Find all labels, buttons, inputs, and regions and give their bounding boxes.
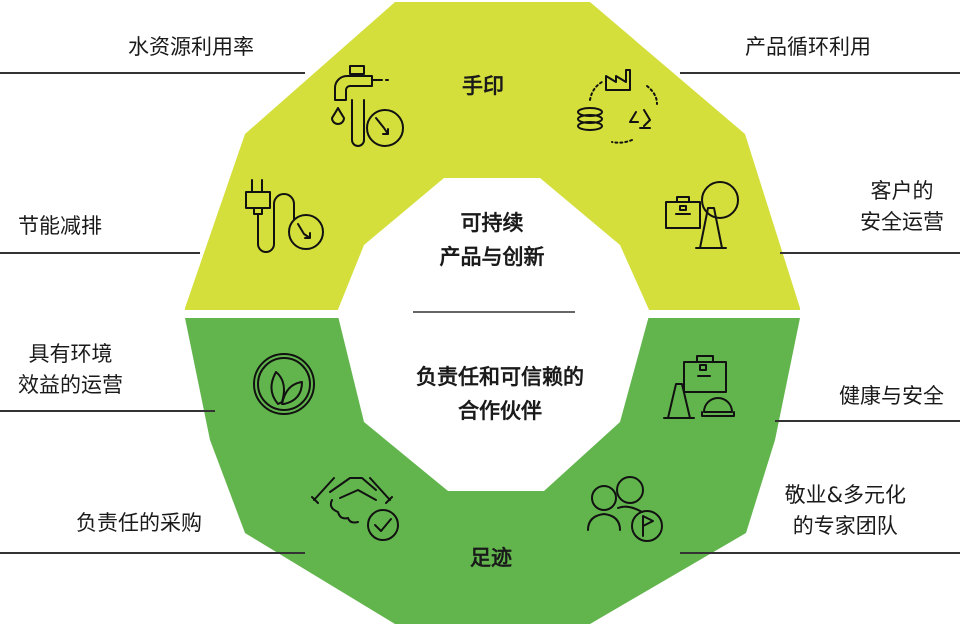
people-flag-icon	[587, 476, 663, 542]
label-energy: 节能减排	[18, 214, 102, 238]
section-handprint: 手印	[462, 74, 504, 98]
label-procurement: 负责任的采购	[76, 511, 202, 535]
leaf-icon	[253, 353, 315, 415]
faucet-icon	[331, 65, 404, 147]
label-water: 水资源利用率	[128, 35, 254, 59]
plug-icon	[245, 179, 324, 253]
label-team: 敬业&多元化的专家团队	[784, 483, 906, 538]
center-hole	[337, 178, 650, 491]
leader-line-health	[775, 420, 960, 422]
label-environment: 具有环境效益的运营	[18, 342, 123, 397]
leader-line-energy	[0, 252, 200, 254]
leader-line-water	[0, 72, 305, 74]
handshake-icon	[311, 477, 399, 541]
leader-line-team	[680, 552, 960, 554]
leader-line-environment	[0, 410, 215, 412]
leader-line-customer	[780, 252, 960, 254]
section-footprint: 足迹	[470, 546, 512, 570]
label-health-safety: 健康与安全	[839, 384, 944, 408]
center-bottom-text: 负责任和可信赖的合作伙伴	[416, 365, 584, 423]
recycle-factory-icon	[577, 69, 658, 144]
safety-kit-globe-icon	[665, 181, 739, 249]
health-safety-icon	[663, 355, 735, 419]
label-customer-safety: 客户的安全运营	[860, 179, 944, 234]
leader-line-procurement	[0, 552, 305, 554]
leader-line-circular	[680, 72, 960, 74]
label-circular: 产品循环利用	[745, 35, 871, 59]
center-top-text: 可持续产品与创新	[439, 211, 545, 269]
